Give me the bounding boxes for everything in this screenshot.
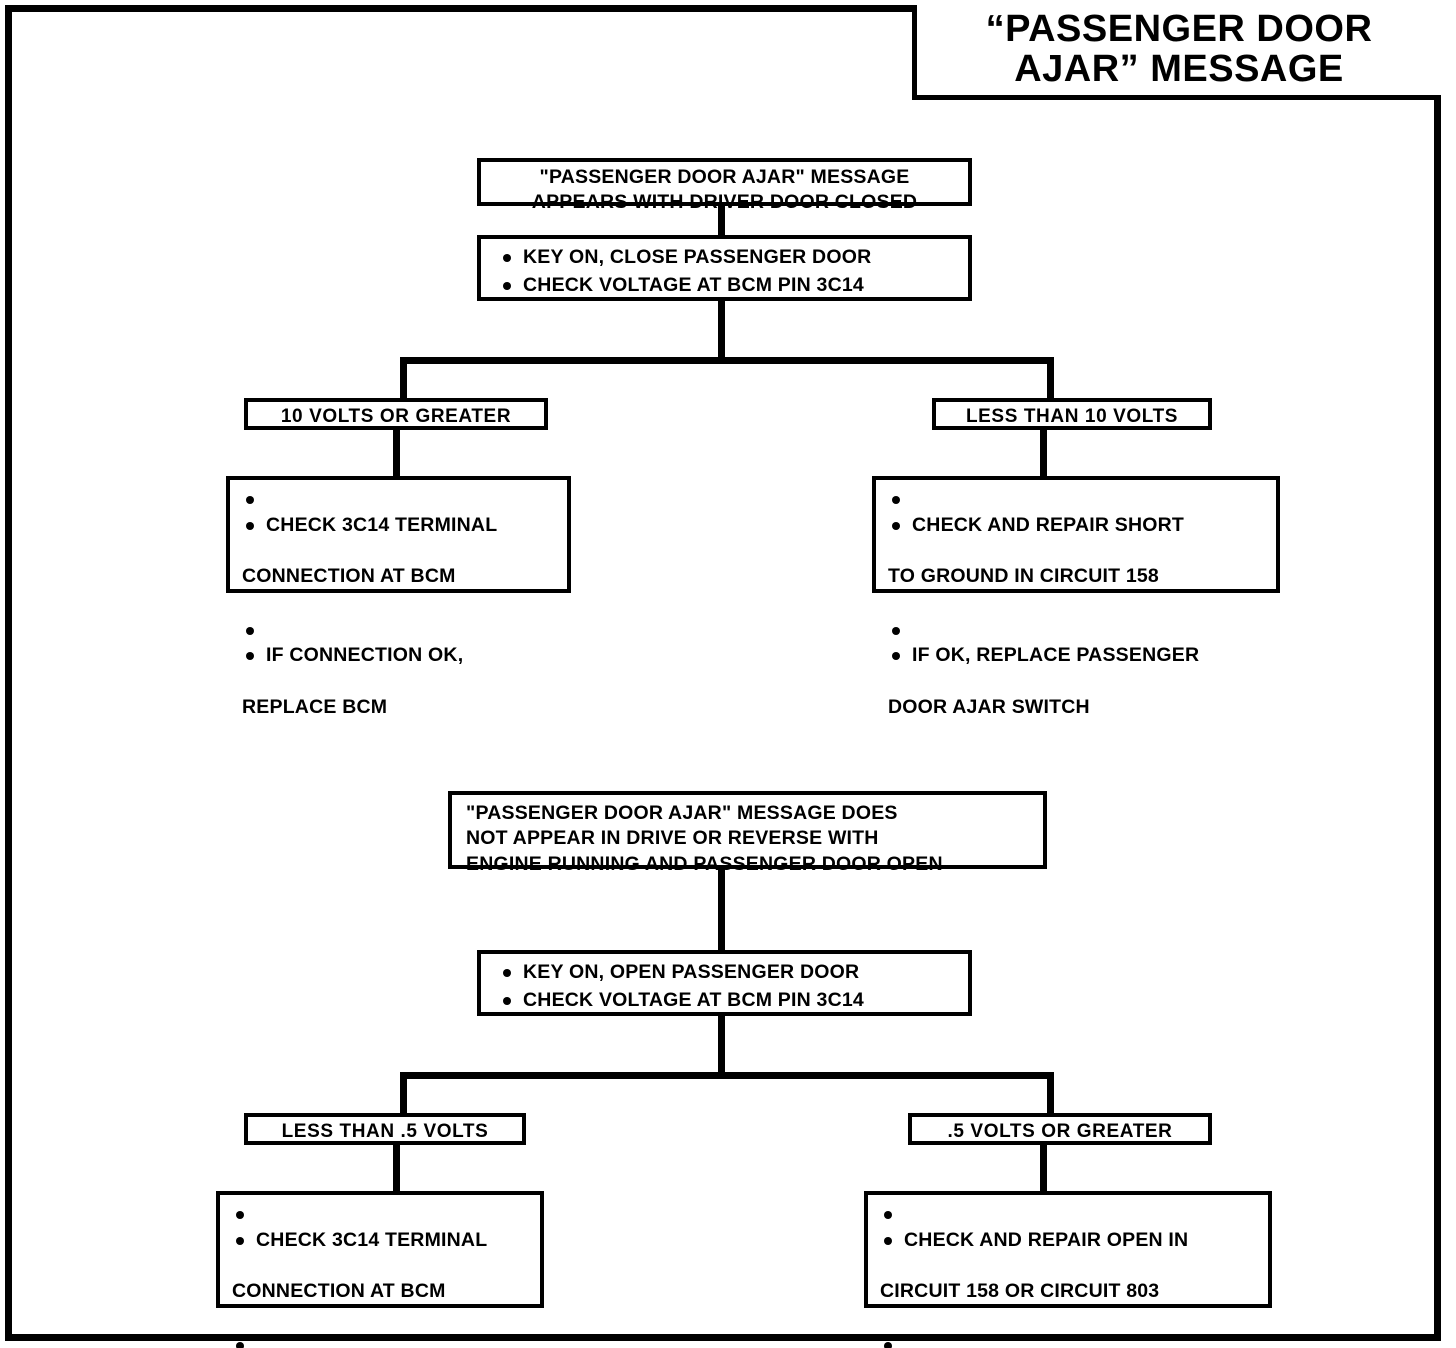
chart1-right-result-item-1-line1: CHECK AND REPAIR SHORT (888, 513, 1268, 539)
chart1-symptom-text: "PASSENGER DOOR AJAR" MESSAGE APPEARS WI… (531, 166, 918, 214)
chart1-test-bullet-1: KEY ON, CLOSE PASSENGER DOOR (499, 245, 958, 271)
chart2-branch-right-label: .5 VOLTS OR GREATER (947, 1121, 1173, 1142)
chart1-left-result-item-1-line1: CHECK 3C14 TERMINAL (242, 513, 559, 539)
chart1-connector-symptom-test (718, 200, 725, 238)
chart2-connector-symptom-test (718, 864, 725, 952)
chart2-branch-stem (718, 1013, 725, 1076)
chart2-right-result-item-1-line2: CIRCUIT 158 OR CIRCUIT 803 (880, 1280, 1160, 1303)
chart2-symptom-box: "PASSENGER DOOR AJAR" MESSAGE DOES NOT A… (448, 791, 1047, 875)
chart1-branch-bar (400, 357, 1054, 364)
chart1-right-result-item-1-line2: TO GROUND IN CIRCUIT 158 (888, 565, 1159, 588)
chart1-test-list: KEY ON, CLOSE PASSENGER DOOR CHECK VOLTA… (499, 245, 958, 298)
chart1-branch-left-label: 10 VOLTS OR GREATER (280, 406, 512, 427)
chart2-test-bullet-2: CHECK VOLTAGE AT BCM PIN 3C14 (499, 988, 958, 1014)
chart1-left-result-item-1: CHECK 3C14 TERMINAL CONNECTION AT BCM (242, 487, 559, 616)
chart2-symptom-text: "PASSENGER DOOR AJAR" MESSAGE DOES NOT A… (466, 802, 943, 875)
chart1-right-result-connector (1040, 428, 1047, 480)
chart2-right-result-item-1-line1: CHECK AND REPAIR OPEN IN (880, 1228, 1260, 1254)
chart2-left-result-box: CHECK 3C14 TERMINAL CONNECTION AT BCM IF… (216, 1191, 544, 1348)
chart1-left-result-list: CHECK 3C14 TERMINAL CONNECTION AT BCM IF… (242, 487, 559, 746)
chart2-left-result-item-2: IF CONNECTION OK, REPLACE BCM (232, 1333, 532, 1348)
chart2-branch-left-label-box: LESS THAN .5 VOLTS (244, 1113, 526, 1145)
chart2-test-bullet-1: KEY ON, OPEN PASSENGER DOOR (499, 960, 958, 986)
chart2-left-result-item-1: CHECK 3C14 TERMINAL CONNECTION AT BCM (232, 1202, 532, 1331)
chart2-left-result-item-1-line2: CONNECTION AT BCM (232, 1280, 446, 1303)
chart1-right-result-item-2-line1: IF OK, REPLACE PASSENGER (888, 643, 1268, 669)
chart1-symptom-box: "PASSENGER DOOR AJAR" MESSAGE APPEARS WI… (477, 158, 972, 213)
chart2-branch-bar (400, 1072, 1054, 1079)
chart1-left-result-item-2-line1: IF CONNECTION OK, (242, 643, 559, 669)
chart2-left-result-item-1-line1: CHECK 3C14 TERMINAL (232, 1228, 532, 1254)
chart1-test-box: KEY ON, CLOSE PASSENGER DOOR CHECK VOLTA… (477, 235, 972, 301)
page-border (5, 5, 1441, 1341)
chart1-branch-right-label: LESS THAN 10 VOLTS (965, 406, 1179, 427)
chart1-left-result-item-1-line2: CONNECTION AT BCM (242, 565, 456, 588)
chart-title-box: “PASSENGER DOOR AJAR” MESSAGE (912, 5, 1441, 100)
chart1-test-bullet-2: CHECK VOLTAGE AT BCM PIN 3C14 (499, 273, 958, 299)
chart1-branch-left-label-box: 10 VOLTS OR GREATER (244, 398, 548, 430)
chart1-right-result-item-1: CHECK AND REPAIR SHORT TO GROUND IN CIRC… (888, 487, 1268, 616)
chart2-right-result-box: CHECK AND REPAIR OPEN IN CIRCUIT 158 OR … (864, 1191, 1272, 1348)
chart2-left-result-connector (393, 1143, 400, 1195)
chart1-branch-drop-left (400, 357, 407, 401)
chart1-branch-right-label-box: LESS THAN 10 VOLTS (932, 398, 1212, 430)
chart1-right-result-item-2: IF OK, REPLACE PASSENGER DOOR AJAR SWITC… (888, 618, 1268, 747)
chart2-right-result-item-2: IF OK, REPLACE PASSENGER DOOR AJAR SWITC… (880, 1333, 1260, 1348)
chart1-branch-stem (718, 298, 725, 361)
chart1-right-result-list: CHECK AND REPAIR SHORT TO GROUND IN CIRC… (888, 487, 1268, 746)
chart1-branch-drop-right (1047, 357, 1054, 401)
chart2-right-result-connector (1040, 1143, 1047, 1195)
chart2-branch-drop-left (400, 1072, 407, 1116)
chart2-test-list: KEY ON, OPEN PASSENGER DOOR CHECK VOLTAG… (499, 960, 958, 1013)
chart2-right-result-list: CHECK AND REPAIR OPEN IN CIRCUIT 158 OR … (880, 1202, 1260, 1348)
chart2-left-result-list: CHECK 3C14 TERMINAL CONNECTION AT BCM IF… (232, 1202, 532, 1348)
chart2-branch-drop-right (1047, 1072, 1054, 1116)
chart2-test-box: KEY ON, OPEN PASSENGER DOOR CHECK VOLTAG… (477, 950, 972, 1016)
chart2-branch-left-label: LESS THAN .5 VOLTS (281, 1121, 489, 1142)
chart2-branch-right-label-box: .5 VOLTS OR GREATER (908, 1113, 1212, 1145)
chart1-left-result-item-2-line2: REPLACE BCM (242, 695, 388, 718)
chart1-right-result-box: CHECK AND REPAIR SHORT TO GROUND IN CIRC… (872, 476, 1280, 718)
chart1-left-result-connector (393, 428, 400, 480)
chart1-right-result-item-2-line2: DOOR AJAR SWITCH (888, 695, 1090, 718)
page-title: “PASSENGER DOOR AJAR” MESSAGE (985, 8, 1373, 90)
chart2-right-result-item-1: CHECK AND REPAIR OPEN IN CIRCUIT 158 OR … (880, 1202, 1260, 1331)
chart1-left-result-box: CHECK 3C14 TERMINAL CONNECTION AT BCM IF… (226, 476, 571, 718)
chart1-left-result-item-2: IF CONNECTION OK, REPLACE BCM (242, 618, 559, 747)
